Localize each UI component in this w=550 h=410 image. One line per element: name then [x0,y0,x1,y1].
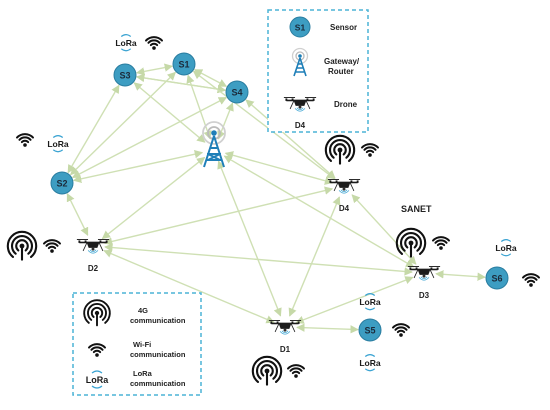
4g-icon [251,355,283,386]
svg-text:LoRa: LoRa [86,375,109,385]
sensor-label: S4 [231,87,242,97]
sensor-label: S2 [56,178,67,188]
wifi-icon [15,133,35,147]
wifi-icon [286,364,306,378]
drone-label: D4 [339,204,350,213]
legend-gateway-label-2: Router [328,67,354,76]
lora-icon: LoRa [86,370,109,389]
legend-wifi-label-2: communication [130,350,186,359]
sensor-s3: S3 [113,63,137,87]
wifi-icon [431,236,451,250]
drone-icon [283,97,317,112]
wifi-icon [521,273,541,287]
network-label: SANET [401,204,432,214]
link-s5-d1 [296,323,359,334]
lora-icon: LoRa [359,354,381,372]
drone-icon [283,97,317,112]
gateway-router-icon [291,47,309,77]
link-layer [66,63,486,334]
wifi-icon [87,343,107,357]
svg-text:LoRa: LoRa [47,139,69,149]
legend-gateway-label-1: Gateway/ [324,57,360,66]
lora-icon: LoRa [47,135,69,153]
sensor-s5: S5 [358,318,382,342]
sensor-label: S1 [178,59,189,69]
legend-sensor-label: Sensor [330,23,357,32]
link-t-d4 [224,151,334,185]
link-t-d2 [101,156,206,240]
wifi-icon [391,323,411,337]
svg-text:LoRa: LoRa [359,297,381,307]
sensor-label: S5 [364,325,375,335]
lora-icon: LoRa [86,370,109,389]
link-s2-s3 [67,84,120,174]
legend-4g-label-2: communication [130,316,186,325]
legend-top: S1 Sensor Gateway/ Router Drone D4 [267,9,369,133]
link-s6-d3 [435,270,486,281]
lora-icon: LoRa [115,34,137,52]
drone-d1: D1 [268,320,302,354]
lora-icon: LoRa [495,239,517,257]
link-d2-d3 [104,243,413,276]
legend-drone-id: D4 [295,121,306,130]
wifi-icon [42,239,62,253]
4g-icon [6,230,38,261]
legend-drone-label: Drone [334,100,358,109]
4g-icon [395,227,427,258]
link-t-d3 [223,155,415,268]
sensor-label: S3 [119,70,130,80]
drone-icon [76,239,110,254]
link-s2-s1 [69,71,177,176]
drone-label: D1 [280,345,291,354]
drone-d3: D3 [407,266,441,300]
gateway-router-icon [202,121,226,168]
drone-d2: D2 [76,239,110,273]
drone-d4: D4 [327,179,361,213]
svg-text:LoRa: LoRa [495,243,517,253]
wifi-icon [87,343,107,357]
legend-lora-label-2: communication [130,379,186,388]
sensor-s2: S2 [50,171,74,195]
drone-icon [268,320,302,335]
sensor-s4: S4 [225,80,249,104]
wifi-icon [360,143,380,157]
link-d4-d1 [288,196,341,317]
link-s2-d2 [66,193,89,236]
svg-text:LoRa: LoRa [359,358,381,368]
4g-icon [83,299,111,327]
link-t-d1 [217,160,282,317]
wifi-icon [144,36,164,50]
4g-icon [83,299,111,327]
legend-4g-label-1: 4G [138,306,148,315]
legend-bottom: 4G communication Wi-Fi communication LoR… [72,292,202,396]
drone-label: D2 [88,264,99,273]
4g-icon [324,134,356,165]
legend-wifi-label-1: Wi-Fi [133,340,151,349]
sensor-s1: S1 [172,52,196,76]
sensor-icon: S1 [289,16,311,38]
lora-icon: LoRa [359,293,381,311]
sensor-label: S6 [491,273,502,283]
legend-lora-label-1: LoRa [133,369,153,378]
drone-icon [407,266,441,281]
svg-text:S1: S1 [295,23,306,33]
drone-icon [327,179,361,194]
link-d4-d2 [103,186,334,246]
svg-text:LoRa: LoRa [115,38,137,48]
link-d2-d1 [103,249,275,324]
link-s1-s3 [135,63,174,76]
sensor-s6: S6 [485,266,509,290]
drone-label: D3 [419,291,430,300]
link-d1-d3 [295,276,414,324]
